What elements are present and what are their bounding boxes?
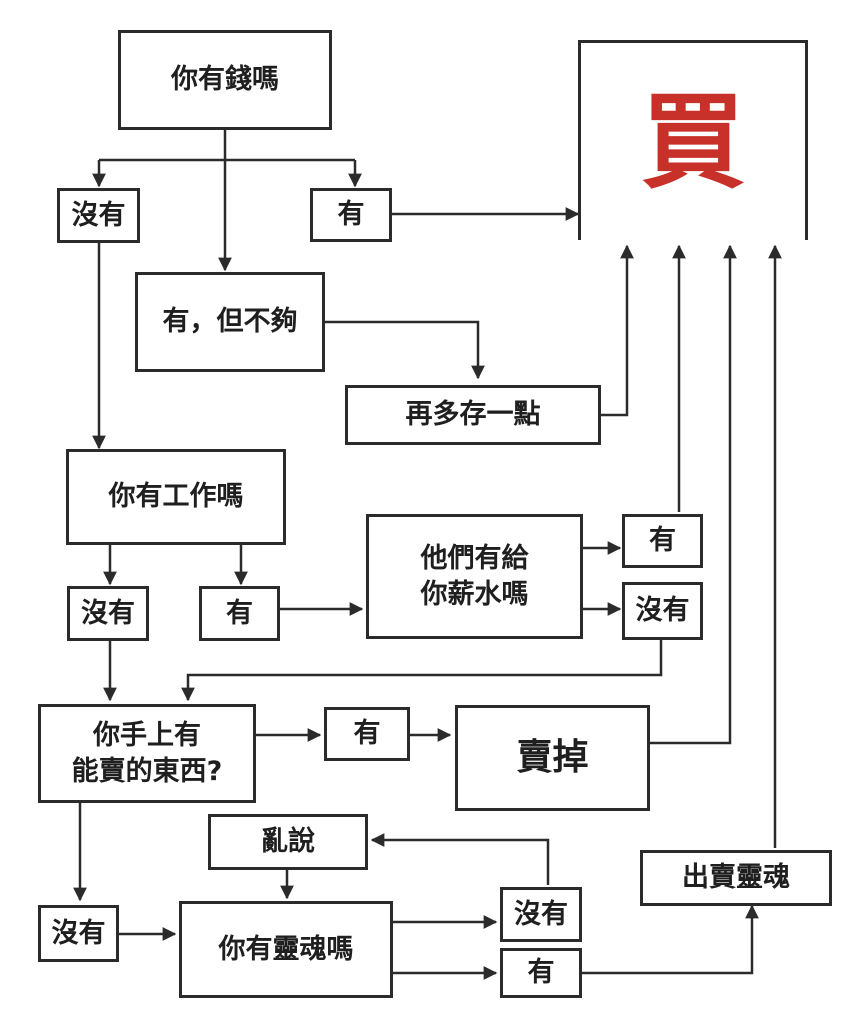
edge-save-to-buy bbox=[601, 244, 634, 417]
node-paid-yes[interactable]: 有 bbox=[622, 514, 703, 568]
node-sellable-yes[interactable]: 有 bbox=[324, 707, 410, 761]
node-have-job-label: 你有工作嗎 bbox=[108, 481, 244, 513]
edge-soulyes-to-sellsoul bbox=[582, 904, 759, 975]
node-buy-label: 買 bbox=[640, 80, 745, 203]
node-paid-line1: 他們有給 bbox=[420, 543, 529, 575]
node-sellable-no-label: 沒有 bbox=[51, 917, 106, 949]
node-have-job[interactable]: 你有工作嗎 bbox=[66, 449, 286, 545]
node-nonsense[interactable]: 亂說 bbox=[208, 814, 368, 870]
node-nonsense-label: 亂說 bbox=[261, 826, 315, 858]
node-no-job-label: 沒有 bbox=[81, 597, 135, 629]
node-soul-yes[interactable]: 有 bbox=[500, 948, 582, 998]
node-paid-line2: 你薪水嗎 bbox=[420, 578, 529, 610]
node-have-money-label: 你有錢嗎 bbox=[171, 64, 279, 96]
node-paid-yes-label: 有 bbox=[649, 525, 676, 557]
node-yes-money[interactable]: 有 bbox=[310, 188, 392, 242]
node-sell-soul-label: 出賣靈魂 bbox=[682, 862, 790, 894]
edge-sell-to-buy bbox=[650, 244, 737, 745]
node-have-soul[interactable]: 你有靈魂嗎 bbox=[179, 901, 393, 998]
node-no-job[interactable]: 沒有 bbox=[67, 586, 149, 641]
node-yes-job-label: 有 bbox=[226, 597, 253, 629]
node-have-soul-label: 你有靈魂嗎 bbox=[218, 933, 354, 965]
node-yes-money-label: 有 bbox=[337, 199, 365, 231]
edge-paidno-to-sellable bbox=[181, 640, 663, 702]
node-sellable-no[interactable]: 沒有 bbox=[38, 905, 119, 962]
node-paid-text: 他們有給 你薪水嗎 bbox=[421, 541, 529, 611]
node-have-money[interactable]: 你有錢嗎 bbox=[118, 30, 332, 130]
node-sell-it-label: 賣掉 bbox=[516, 736, 589, 778]
node-soul-no-label: 沒有 bbox=[514, 898, 568, 930]
node-sellable-text: 你手上有 能賣的東西? bbox=[72, 718, 223, 788]
node-sellable-line2: 能賣的東西? bbox=[71, 755, 223, 787]
node-paid-no[interactable]: 沒有 bbox=[622, 582, 703, 640]
node-no-money[interactable]: 沒有 bbox=[57, 188, 140, 243]
node-not-enough-label: 有，但不夠 bbox=[162, 306, 298, 338]
node-sellable-line1: 你手上有 bbox=[92, 720, 201, 752]
node-sell-it[interactable]: 賣掉 bbox=[455, 705, 650, 811]
node-sellable-yes-label: 有 bbox=[353, 718, 381, 750]
node-soul-yes-label: 有 bbox=[527, 957, 555, 989]
node-sell-soul[interactable]: 出賣靈魂 bbox=[640, 850, 832, 906]
node-yes-job[interactable]: 有 bbox=[199, 586, 280, 641]
node-buy[interactable]: 買 bbox=[578, 40, 808, 240]
node-sellable[interactable]: 你手上有 能賣的東西? bbox=[38, 704, 256, 803]
node-soul-no[interactable]: 沒有 bbox=[500, 887, 582, 942]
node-no-money-label: 沒有 bbox=[71, 199, 126, 231]
edge-notenough-to-save bbox=[325, 320, 485, 380]
node-save-more[interactable]: 再多存一點 bbox=[345, 385, 601, 445]
node-save-more-label: 再多存一點 bbox=[405, 399, 541, 431]
node-not-enough[interactable]: 有，但不夠 bbox=[135, 272, 325, 372]
node-paid-no-label: 沒有 bbox=[635, 595, 690, 627]
node-paid[interactable]: 他們有給 你薪水嗎 bbox=[366, 514, 583, 639]
edge-soulno-to-nonsense bbox=[370, 833, 550, 885]
